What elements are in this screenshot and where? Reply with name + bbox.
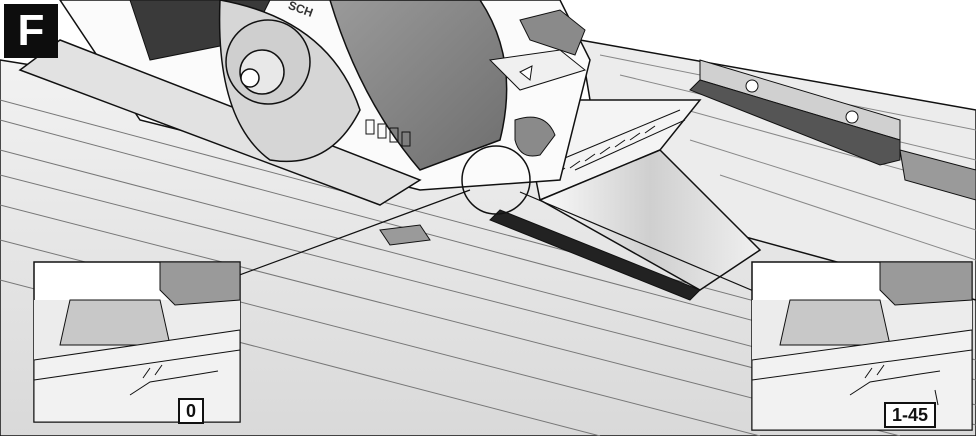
figure-label: F [4, 4, 58, 58]
saw-housing [18, 0, 591, 206]
scale-label-left: 0 [178, 398, 205, 424]
detail-callout-circle [461, 145, 531, 215]
inset-left [33, 261, 241, 423]
scale-label-right: 1-45 [884, 402, 937, 428]
inset-right [751, 261, 973, 431]
